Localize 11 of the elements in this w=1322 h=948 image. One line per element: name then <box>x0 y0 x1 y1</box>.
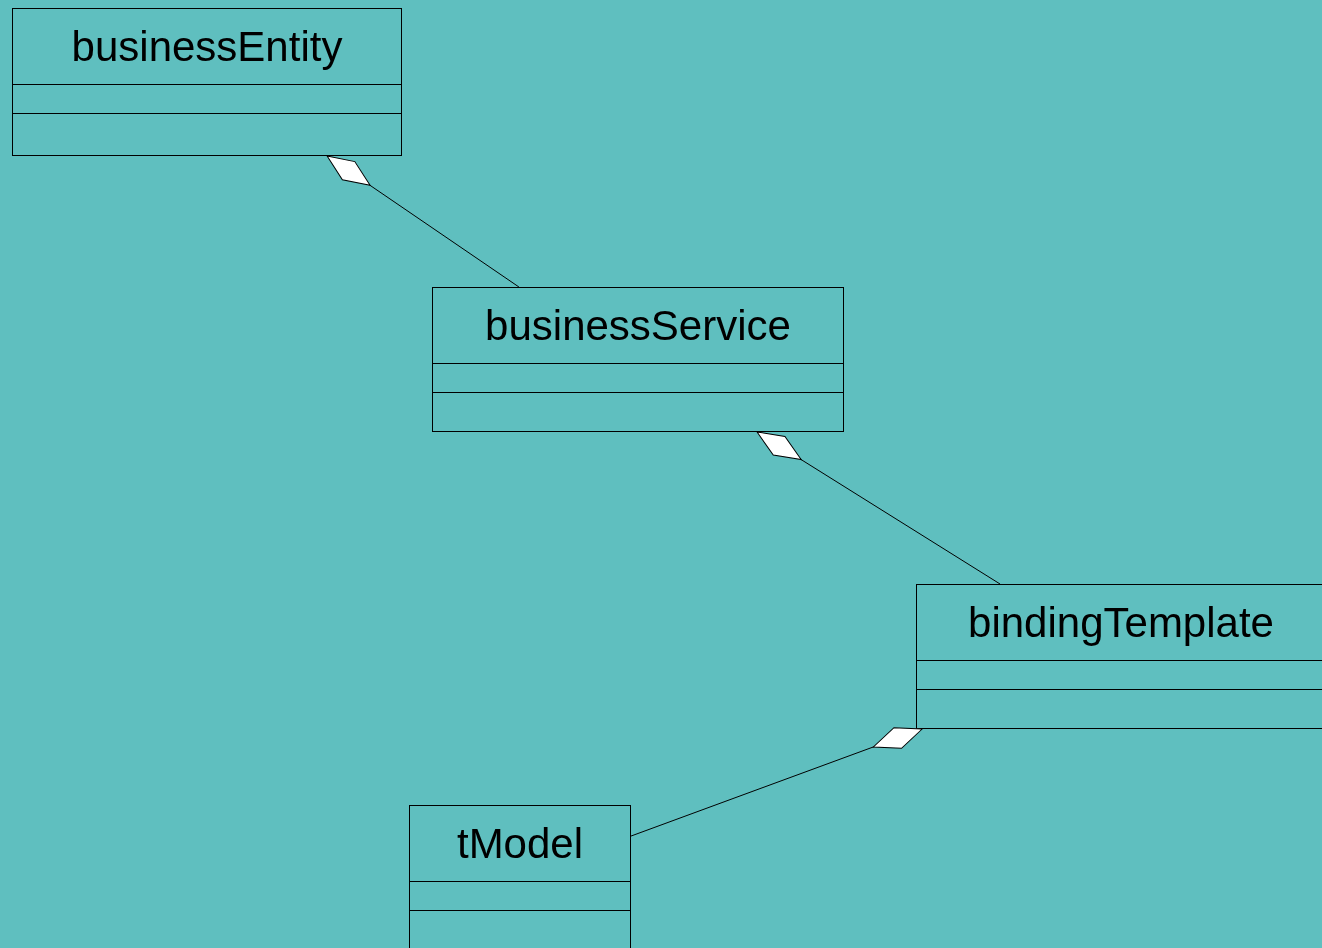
aggregation-line <box>756 431 1001 585</box>
class-box <box>916 584 1322 729</box>
class-name: bindingTemplate <box>968 598 1274 647</box>
class-name: businessService <box>485 301 791 350</box>
class-box <box>432 287 844 432</box>
aggregation-line <box>630 727 923 837</box>
class-name: tModel <box>456 819 584 868</box>
class-name: businessEntity <box>71 22 343 71</box>
class-box <box>409 805 631 948</box>
aggregation-line <box>326 155 520 288</box>
class-box <box>12 8 402 156</box>
